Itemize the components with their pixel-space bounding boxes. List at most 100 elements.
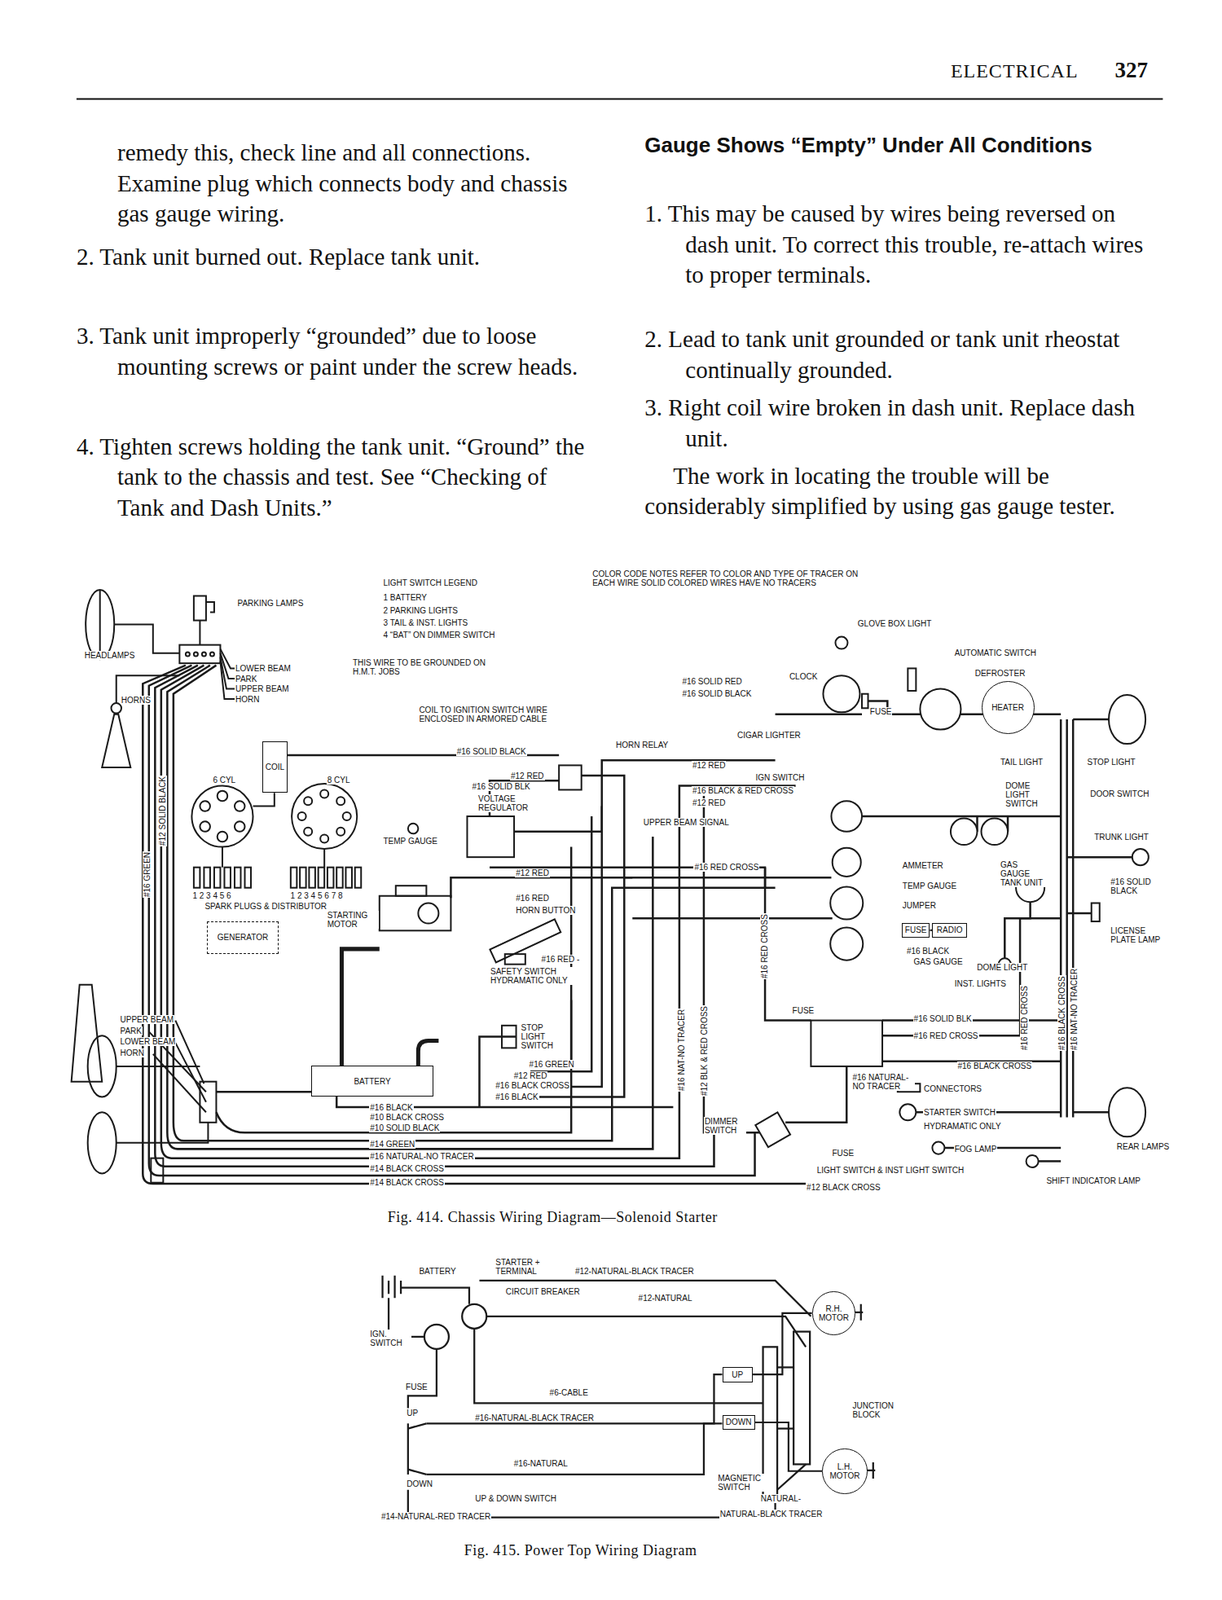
component-box: DOWN xyxy=(722,1415,756,1431)
dash-components xyxy=(830,800,862,832)
engine-components xyxy=(303,827,313,836)
engine-components xyxy=(345,867,352,888)
engine-components xyxy=(505,953,526,965)
wire-label: STARTER SWITCH xyxy=(923,1107,997,1117)
engine-components xyxy=(234,867,242,888)
dash-components xyxy=(810,1020,883,1067)
wire-label: #12 RED xyxy=(509,771,546,781)
wire-label: GLOVE BOX LIGHT xyxy=(857,619,933,629)
list-item: 2. Tank unit burned out. Replace tank un… xyxy=(76,241,592,273)
wire-connector xyxy=(755,1422,823,1472)
wire-label: FUSE xyxy=(791,1006,816,1016)
engine-components xyxy=(320,835,329,844)
dash-components xyxy=(822,675,860,713)
power-top-wiring xyxy=(426,1423,722,1475)
dash-components xyxy=(830,886,863,919)
front-components xyxy=(206,602,215,613)
wire-label: DOWN xyxy=(405,1479,434,1489)
list-item: 1. This may be caused by wires being rev… xyxy=(644,198,1163,291)
dash-components xyxy=(755,1112,791,1148)
dash-components xyxy=(981,818,1009,846)
wire-label: 1 2 3 4 5 6 xyxy=(191,891,232,901)
wire-label: IGN. SWITCH xyxy=(369,1329,412,1348)
power-top-wiring xyxy=(382,1275,402,1299)
engine-components xyxy=(379,896,452,932)
front-components xyxy=(71,984,103,1082)
wire-label: GAS GAUGE TANK UNIT xyxy=(999,860,1047,888)
wire-label: 3 TAIL & INST. LIGHTS xyxy=(382,618,470,628)
wire-label: #16 NATURAL-NO TRACER xyxy=(369,1151,475,1161)
engine-components xyxy=(320,789,329,798)
wire-label: HYDRAMATIC ONLY xyxy=(923,1121,1003,1131)
power-top-wiring xyxy=(793,1331,810,1465)
front-components xyxy=(175,1042,207,1103)
wire-label: #12 RED xyxy=(514,868,550,878)
component-name: GENERATOR xyxy=(217,932,269,942)
wire-label: JUNCTION BLOCK xyxy=(852,1401,895,1420)
wire-harness xyxy=(703,795,761,1133)
wire-label: #16 NAT-NO TRACER xyxy=(1069,967,1079,1051)
component-name: DOWN xyxy=(725,1417,752,1427)
wire-harness xyxy=(215,1000,572,1134)
wire-label: #12 RED xyxy=(691,760,727,770)
wire-label: 1 2 3 4 5 6 7 8 xyxy=(290,891,344,901)
wire-harness xyxy=(1072,719,1075,1117)
component-box: FUSE xyxy=(901,923,931,938)
wire-label: DOME LIGHT SWITCH xyxy=(1004,781,1052,809)
engine-components xyxy=(303,796,313,805)
wire-label: FUSE xyxy=(404,1382,429,1392)
wire-label: AMMETER xyxy=(901,861,945,871)
wire-label: TEMP GAUGE xyxy=(901,881,959,891)
engine-components xyxy=(323,848,326,868)
wire-label: #16 RED CROSS xyxy=(760,913,770,980)
front-components xyxy=(219,661,235,699)
engine-components xyxy=(199,800,211,812)
body-paragraph: remedy this, check line and all connecti… xyxy=(117,137,592,230)
wire-harness xyxy=(775,713,862,717)
front-components xyxy=(87,1112,117,1174)
power-top-wiring xyxy=(486,1316,806,1348)
wire-label: 1 BATTERY xyxy=(382,593,429,603)
wire-label: #12 RED xyxy=(513,1071,549,1081)
dash-components xyxy=(1132,848,1149,866)
dash-components xyxy=(832,848,862,877)
wire-label: FUSE xyxy=(831,1148,856,1158)
engine-components xyxy=(308,867,316,888)
engine-components xyxy=(336,867,343,888)
component-circle: L.H. MOTOR xyxy=(821,1448,868,1495)
wire-label: HORNS xyxy=(120,695,152,705)
wire-label: #12-NATURAL xyxy=(637,1293,694,1303)
wire-label: SPARK PLUGS & DISTRIBUTOR xyxy=(203,901,328,911)
wire-label: #16 NAT-NO TRACER xyxy=(676,1007,686,1091)
wire-label: STOP LIGHT SWITCH xyxy=(520,1023,559,1051)
engine-components xyxy=(336,827,345,836)
wire-harness xyxy=(1072,718,1109,721)
wire-harness xyxy=(514,760,776,832)
wire-label: THIS WIRE TO BE GROUNDED ON H.M.T. JOBS xyxy=(351,658,507,677)
wire-label: CLOCK xyxy=(788,672,818,682)
power-top-wiring xyxy=(479,1280,811,1317)
power-top-wiring xyxy=(407,1423,409,1475)
wire-label: #12 RED xyxy=(691,798,727,808)
wire-label: SAFETY SWITCH HYDRAMATIC ONLY xyxy=(489,967,584,985)
wire-label: #16 SOLID BLACK xyxy=(681,689,752,699)
front-components xyxy=(87,1035,117,1097)
wire-label: DEFROSTER xyxy=(974,668,1027,678)
wire-label: UPPER BEAM xyxy=(234,684,291,694)
wire-harness xyxy=(632,917,832,920)
component-name: L.H. MOTOR xyxy=(827,1462,862,1481)
wire-label: UP xyxy=(405,1408,419,1418)
page-number: 327 xyxy=(1115,57,1149,84)
wire-label: #14-NATURAL-RED TRACER xyxy=(380,1512,492,1521)
wire-label: UPPER BEAM SIGNAL xyxy=(642,817,730,827)
engine-components xyxy=(417,1041,439,1067)
wire-label: HORN xyxy=(119,1048,146,1058)
running-head: ELECTRICAL xyxy=(950,59,1079,84)
engine-components xyxy=(341,949,379,1067)
wire-label: AUTOMATIC SWITCH xyxy=(953,648,1038,658)
wire-label: IGN SWITCH xyxy=(755,773,806,783)
engine-components xyxy=(298,812,307,821)
component-box: COIL xyxy=(262,741,288,793)
wire-label: HORN RELAY xyxy=(615,740,669,750)
component-name: FUSE xyxy=(905,925,928,935)
